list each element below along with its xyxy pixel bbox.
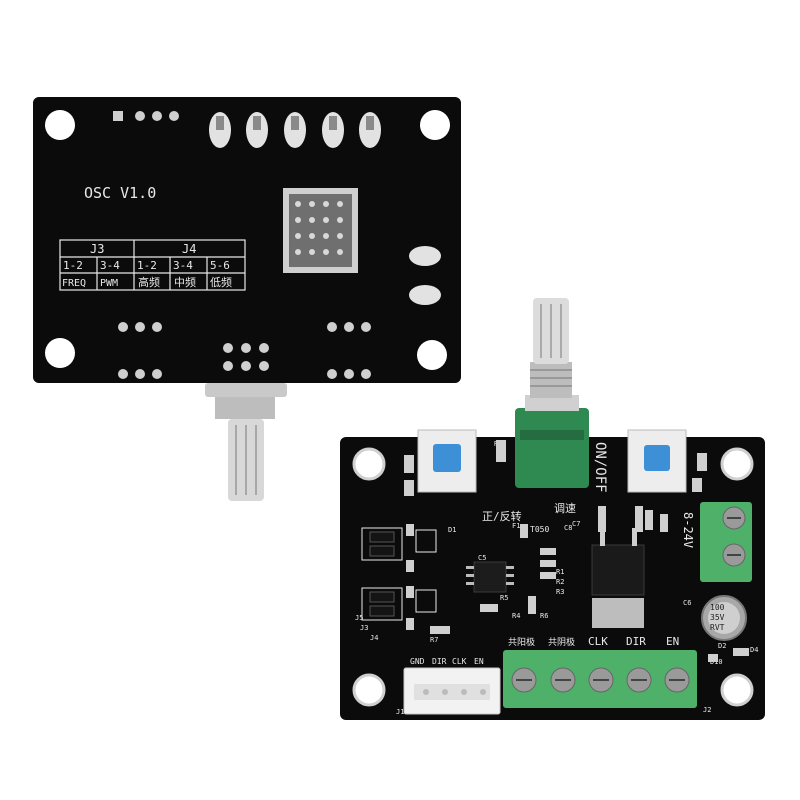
table-pin: 1-2 [137,259,157,272]
table-group-j4: J4 [182,242,196,256]
terminal-label: EN [666,635,679,648]
table-mode: 高频 [138,275,160,289]
table-group-j3: J3 [90,242,104,256]
mount-hole [420,110,450,140]
ref-label: J2 [703,706,711,714]
mount-hole [720,673,754,707]
model-label: OSC V1.0 [84,184,156,202]
speed-label: 调速 [554,502,576,515]
signal-terminal[interactable] [503,650,697,708]
lower-pads [118,322,371,379]
signal-header[interactable] [403,667,501,715]
ref-label: C6 [683,599,691,607]
mount-hole [352,673,386,707]
ref-label: J3 [360,624,368,632]
ref-label: D4 [750,646,758,654]
smd-components [404,440,749,662]
header-label: EN [474,657,484,666]
ref-label: R1 [556,568,564,576]
ref-label: R7 [430,636,438,644]
ref-label: R4 [512,612,520,620]
thermal-pad [283,188,358,273]
direction-button[interactable] [417,429,477,493]
mount-hole [417,340,447,370]
ref-label: R2 [556,578,564,586]
terminal-label: 共阴极 [548,636,575,648]
electrolytic-capacitor: 100 35V RVT [701,595,747,641]
header-pads [113,111,179,121]
mount-hole [45,338,75,368]
table-mode: PWM [100,278,118,289]
ref-label: D1 [448,526,456,534]
table-pin: 3-4 [100,259,120,272]
back-board: OSC V1.0 J3 J4 1-2 3-4 1-2 [33,97,461,501]
ref-label: J1 [396,708,404,716]
ref-label: C7 [572,520,580,528]
header-label: DIR [432,657,447,666]
ref-label: R3 [556,588,564,596]
mount-hole [720,447,754,481]
voltage-regulator [591,528,645,628]
header-label: GND [410,657,425,666]
jumper-table: J3 J4 1-2 3-4 1-2 3-4 5-6 FREQ PWM 高频 中频… [59,239,246,291]
on-off-label: ON/OFF [592,442,608,493]
power-pad [409,285,441,305]
cap-label: 100 [710,603,725,612]
ref-label: J4 [370,634,378,642]
terminal-label: 共阳极 [508,636,535,648]
power-pad [409,246,441,266]
direction-label: 正/反转 [482,509,522,523]
button-cap[interactable] [433,444,461,472]
back-board-pcb [33,97,461,383]
voltage-label: 8-24V [681,512,695,548]
table-mode: FREQ [62,278,86,289]
ref-label: C5 [478,554,486,562]
front-board: ON/OFF 调速 正/反转 8-24V T050 R8 R5 R6 R1 R2… [340,298,765,720]
mount-hole [45,110,75,140]
ref-label: C8 [564,524,572,532]
ref-label: D2 [718,642,726,650]
button-cap[interactable] [644,445,670,471]
table-pin: 1-2 [63,259,83,272]
speed-potentiometer[interactable] [515,298,589,488]
table-mode: 低频 [210,275,232,289]
back-knob-shaft [205,383,287,501]
table-mode: 中频 [174,275,196,289]
terminal-label: DIR [626,635,646,648]
ref-label: R6 [540,612,548,620]
cap-label: RVT [710,623,725,632]
header-label: CLK [452,657,467,666]
power-terminal[interactable] [700,502,752,582]
mount-hole [352,447,386,481]
fuse-label: T050 [530,525,549,534]
power-button[interactable] [627,429,687,493]
ref-label: J5 [355,614,363,622]
cap-label: 35V [710,613,725,622]
table-pin: 3-4 [173,259,193,272]
ref-label: R5 [500,594,508,602]
jumper-blocks [361,527,437,621]
terminal-label: CLK [588,635,608,648]
driver-ic [466,561,514,593]
terminal-solder-pads [209,112,381,148]
ref-label: F1 [512,522,520,530]
table-pin: 5-6 [210,259,230,272]
